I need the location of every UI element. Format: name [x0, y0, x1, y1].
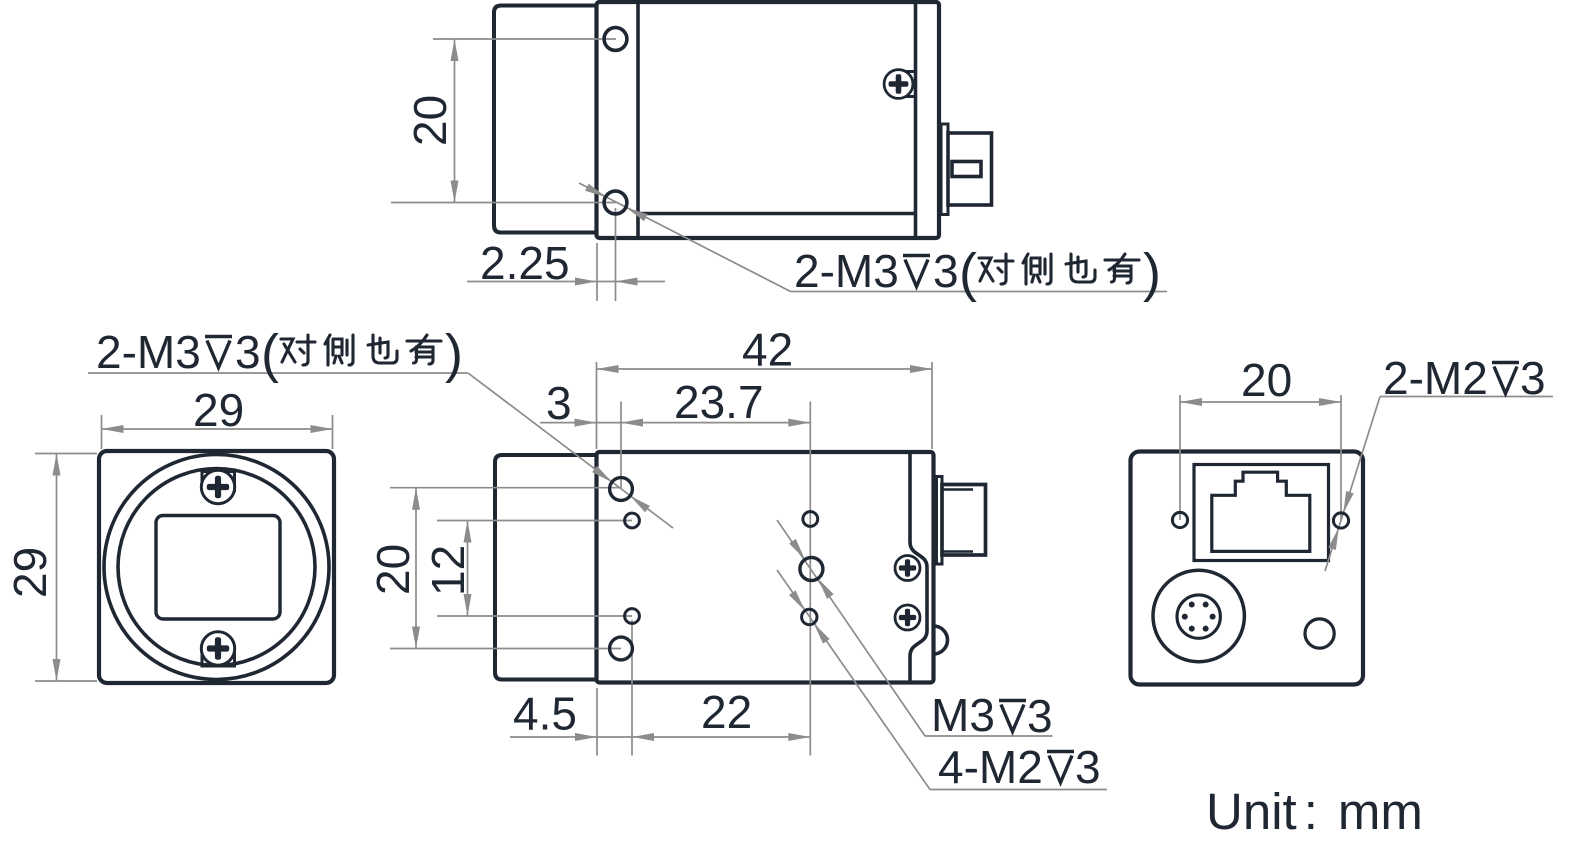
svg-text:2.25: 2.25 [480, 237, 570, 289]
svg-text:M3: M3 [931, 689, 995, 741]
svg-text:): ) [1143, 243, 1161, 303]
svg-text:): ) [445, 324, 463, 384]
svg-text:29: 29 [4, 547, 56, 598]
svg-text:(: ( [261, 324, 279, 384]
svg-text:22: 22 [701, 686, 752, 738]
svg-text:3: 3 [546, 377, 572, 429]
svg-text:20: 20 [1241, 354, 1292, 406]
svg-text:4-M2: 4-M2 [938, 741, 1043, 793]
svg-text:23.7: 23.7 [674, 376, 764, 428]
svg-text:2-M2: 2-M2 [1383, 352, 1488, 404]
svg-text:20: 20 [404, 95, 456, 146]
svg-text:42: 42 [742, 324, 793, 376]
svg-text:3: 3 [1520, 352, 1546, 404]
svg-text:2-M3: 2-M3 [794, 245, 899, 297]
svg-text:(: ( [959, 243, 977, 303]
svg-text:3: 3 [1027, 690, 1053, 742]
svg-text:12: 12 [422, 545, 474, 596]
svg-text:3: 3 [235, 326, 261, 378]
svg-text:3: 3 [1075, 741, 1101, 793]
svg-text:29: 29 [193, 384, 244, 436]
svg-text:4.5: 4.5 [513, 688, 577, 740]
svg-text:Unit:mm: Unit:mm [1206, 783, 1423, 840]
svg-text:2-M3: 2-M3 [96, 326, 201, 378]
svg-text:3: 3 [933, 245, 959, 297]
svg-text:20: 20 [367, 544, 419, 595]
